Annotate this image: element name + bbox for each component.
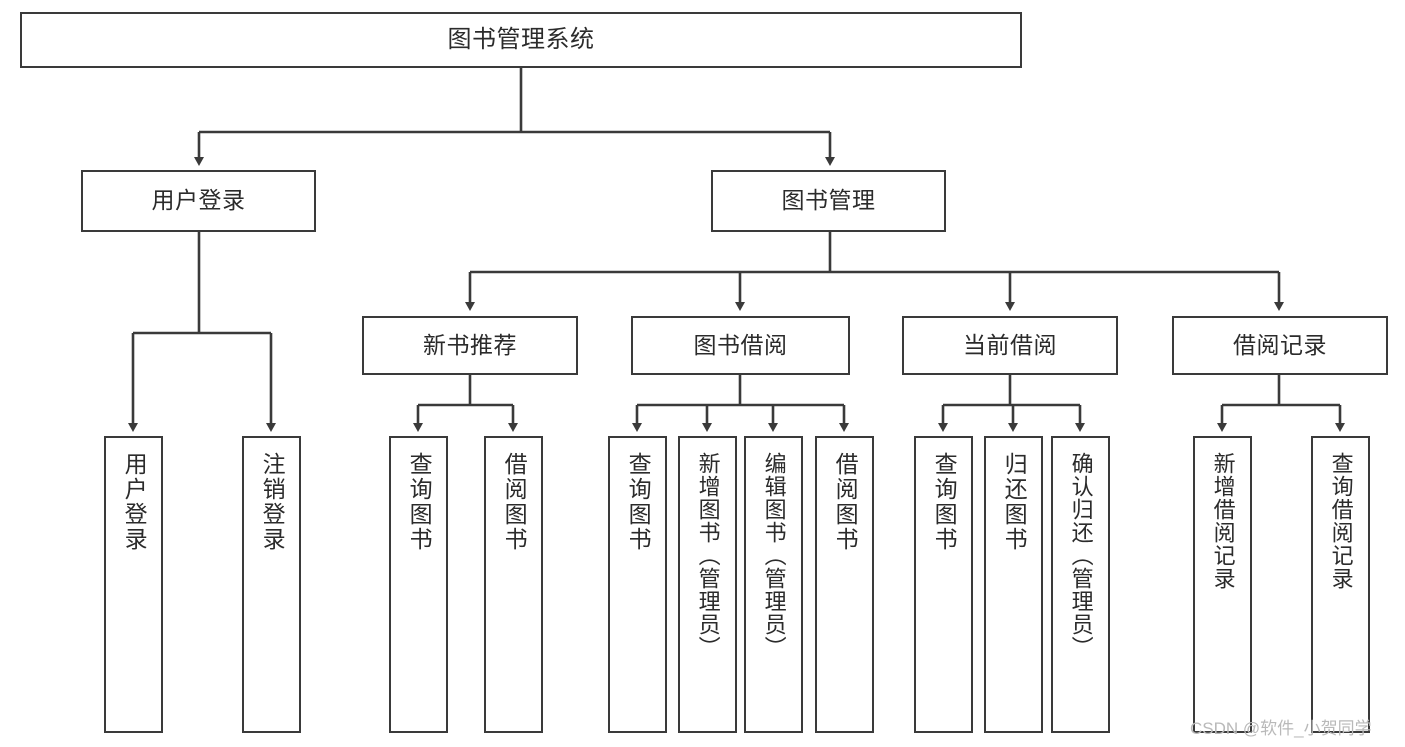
node-label: 用户登录	[151, 187, 246, 214]
node-label: 查询图书	[406, 452, 433, 552]
node-current-borrow[interactable]: 当前借阅	[902, 316, 1118, 375]
node-label: 确认归还（管理员）	[1068, 452, 1094, 659]
node-leaf-query-book-3[interactable]: 查询图书	[914, 436, 973, 733]
watermark: CSDN @软件_小贺同学	[1190, 719, 1372, 738]
node-leaf-user-login[interactable]: 用户登录	[104, 436, 163, 733]
node-user-login[interactable]: 用户登录	[81, 170, 316, 232]
node-label: 新书推荐	[423, 331, 517, 358]
node-label: 当前借阅	[963, 331, 1057, 358]
node-borrow-record[interactable]: 借阅记录	[1172, 316, 1388, 375]
node-root-system[interactable]: 图书管理系统	[20, 12, 1022, 68]
node-label: 借阅图书	[832, 452, 859, 552]
node-label: 新增借阅记录	[1210, 452, 1236, 590]
node-label: 图书借阅	[693, 331, 788, 358]
node-book-borrow[interactable]: 图书借阅	[631, 316, 850, 375]
node-leaf-borrow-book-1[interactable]: 借阅图书	[484, 436, 543, 733]
node-label: 归还图书	[1001, 452, 1028, 552]
node-leaf-add-record[interactable]: 新增借阅记录	[1193, 436, 1252, 733]
node-label: 查询图书	[625, 452, 652, 552]
node-leaf-user-logout[interactable]: 注销登录	[242, 436, 301, 733]
node-label: 查询借阅记录	[1328, 452, 1354, 590]
node-label: 图书管理	[781, 187, 876, 214]
node-label: 编辑图书（管理员）	[761, 452, 787, 659]
node-leaf-add-book[interactable]: 新增图书（管理员）	[678, 436, 737, 733]
node-new-book-recommend[interactable]: 新书推荐	[362, 316, 578, 375]
node-label: 新增图书（管理员）	[695, 452, 721, 659]
node-label: 借阅图书	[501, 452, 528, 552]
node-book-manage[interactable]: 图书管理	[711, 170, 946, 232]
node-leaf-borrow-book-2[interactable]: 借阅图书	[815, 436, 874, 733]
node-label: 用户登录	[121, 452, 148, 552]
node-label: 图书管理系统	[447, 25, 595, 53]
node-label: 借阅记录	[1233, 331, 1327, 358]
node-leaf-query-book-1[interactable]: 查询图书	[389, 436, 448, 733]
node-label: 注销登录	[259, 452, 286, 552]
node-label: 查询图书	[931, 452, 958, 552]
node-leaf-edit-book[interactable]: 编辑图书（管理员）	[744, 436, 803, 733]
node-leaf-query-record[interactable]: 查询借阅记录	[1311, 436, 1370, 733]
node-leaf-confirm-return[interactable]: 确认归还（管理员）	[1051, 436, 1110, 733]
node-leaf-query-book-2[interactable]: 查询图书	[608, 436, 667, 733]
node-leaf-return-book[interactable]: 归还图书	[984, 436, 1043, 733]
